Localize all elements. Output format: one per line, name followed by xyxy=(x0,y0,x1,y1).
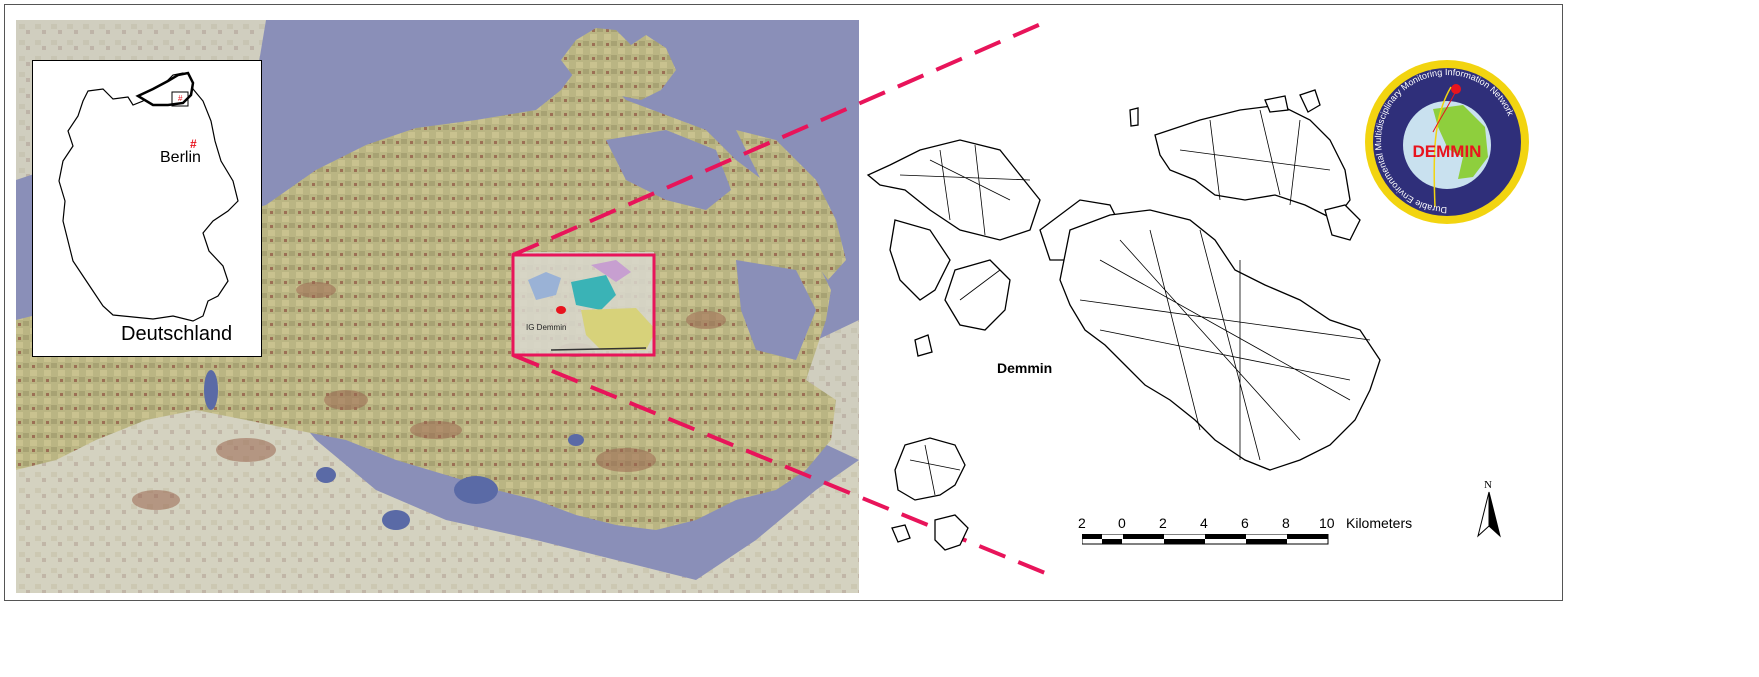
berlin-marker: # xyxy=(190,137,197,151)
scale-bar-graphic xyxy=(1082,534,1329,545)
inset-study-marker: # xyxy=(178,94,183,103)
scale-bar: 2 0 2 4 6 8 10 Kilometers xyxy=(1078,515,1423,550)
scale-tick-label: 4 xyxy=(1200,515,1208,531)
inset-study-box xyxy=(171,91,189,107)
scale-units-label: Kilometers xyxy=(1346,515,1413,531)
scale-tick-label: 6 xyxy=(1241,515,1249,531)
scale-tick-label: 2 xyxy=(1078,515,1086,531)
berlin-label: Berlin xyxy=(160,149,201,166)
demmin-place-label: Demmin xyxy=(997,360,1053,376)
north-arrow-icon xyxy=(1477,491,1501,538)
scale-tick-label: 8 xyxy=(1282,515,1290,531)
germany-outline xyxy=(58,71,239,322)
satellite-small-label: IG Demmin xyxy=(526,323,566,332)
germany-inset-map: # # Berlin Deutschland xyxy=(32,60,262,357)
north-label: N xyxy=(1484,479,1492,491)
scale-tick-label: 2 xyxy=(1159,515,1167,531)
logo-center-text: DEMMIN xyxy=(1413,142,1482,161)
scale-tick-label: 0 xyxy=(1118,515,1126,531)
scale-tick-label: 10 xyxy=(1319,515,1335,531)
demmin-logo: Durable Environmental Multidisciplinary … xyxy=(1365,60,1529,224)
country-label: Deutschland xyxy=(121,323,233,345)
